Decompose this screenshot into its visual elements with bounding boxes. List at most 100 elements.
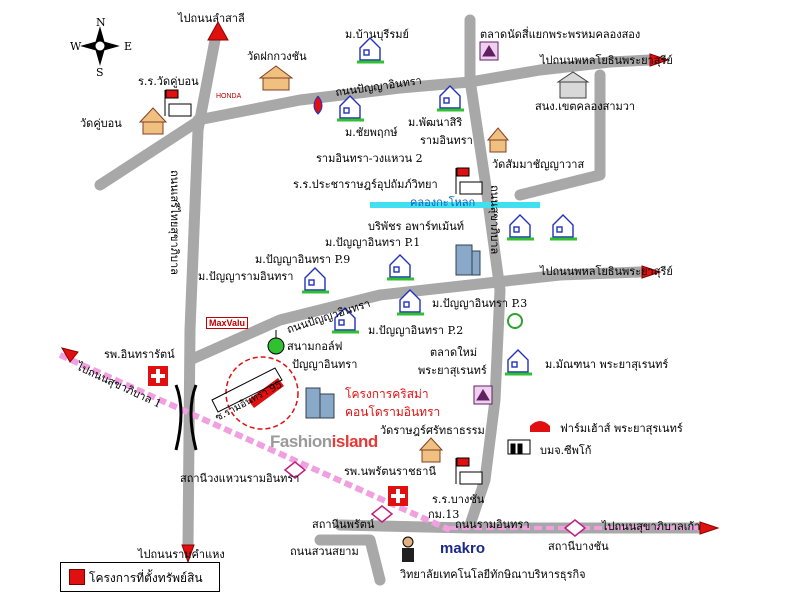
house-icon — [507, 214, 534, 241]
direction-top-left: ไปถนนลำสาลี — [178, 12, 245, 25]
label-panya-p9: ม.ปัญญาอินทรา P.9 — [255, 253, 351, 266]
road-suan-siam — [314, 534, 386, 586]
label-project-2: คอนโดรามอินทรา — [345, 405, 441, 419]
road-panya-mid — [184, 266, 646, 366]
temple-icon — [138, 107, 168, 135]
compass-w: W — [70, 40, 82, 53]
label-hospital-noppharat: รพ.นพรัตนราชธานี — [344, 465, 436, 478]
arrow-bottom-right — [699, 521, 720, 535]
compass-s: S — [96, 66, 104, 79]
golf-icon — [267, 330, 285, 355]
arrow-top-right — [649, 53, 670, 67]
condo-tower-icon — [305, 387, 335, 419]
direction-mid-right: ไปถนนพหลโยธินพระยาสุรีย์ — [540, 265, 673, 278]
station-icons — [283, 461, 587, 537]
label-panya-ramindra: ม.ปัญญารามอินทรา — [198, 270, 294, 283]
label-ban-buri: ม.บ้านบุรีรมย์ — [345, 28, 409, 41]
house-icon — [337, 95, 364, 122]
house-icon — [387, 254, 414, 281]
label-station-noppharat: สถานีนพรัตน์ — [312, 518, 375, 531]
label-wat-rat: วัดราษฎร์ศรัทธาธรรม — [380, 424, 485, 437]
direction-bottom-left: ไปถนนรามคำแหง — [138, 548, 225, 561]
maxvalu-logo: MaxValu — [206, 317, 249, 329]
house-icon — [505, 349, 532, 376]
road-left-vertical — [182, 34, 221, 551]
school-icons — [164, 89, 483, 485]
label-canal: คลองกะโหลก — [410, 196, 476, 209]
flyover — [174, 384, 198, 451]
label-rr-pracha: ร.ร.ประชาราษฎร์อุปถัมภ์วิทยา — [293, 178, 438, 191]
temple-icon — [486, 127, 510, 153]
temple-icon — [418, 437, 444, 463]
road-label-right-vertical: ถนนสุขาภิบาล — [488, 185, 501, 255]
label-ramindra-wongwaen: รามอินทรา-วงแหวน 2 — [316, 152, 423, 165]
hospital-icon — [388, 486, 408, 506]
soi-95-strip — [211, 367, 283, 413]
legend-label: โครงการที่ตั้งทรัพย์สิน — [89, 571, 203, 585]
road-label-km13: กม.13 — [428, 508, 460, 521]
label-farm: ฟาร์มเฮ้าส์ พระยาสุรเนทร์ — [560, 422, 683, 435]
road-left-diagonal — [94, 114, 206, 191]
label-wat-samaki: วัดสัมมาชัญญาวาส — [492, 158, 585, 171]
road-right-branch — [514, 69, 606, 201]
apartment-tower-icon — [455, 244, 481, 276]
label-station-bangchan: สถานีบางชัน — [548, 540, 609, 553]
label-panya-p1: ม.ปัญญาอินทรา P.1 — [325, 236, 421, 249]
house-icon — [302, 267, 329, 294]
house-icon — [550, 214, 577, 241]
label-project-1: โครงการคริสม่า — [345, 387, 429, 401]
label-manchanta: ม.มัณฑนา พระยาสุเรนทร์ — [545, 358, 669, 371]
temple-icon — [258, 65, 294, 91]
farmhouse-icon — [530, 421, 550, 432]
label-company: บมจ.ซีพโก้ — [540, 444, 592, 457]
project-marker — [248, 378, 284, 408]
label-chai-phruek: ม.ชัยพฤกษ์ — [345, 126, 398, 139]
hospital-icon — [148, 366, 168, 386]
arrow-top-left — [207, 20, 229, 41]
pt-station-icon — [507, 313, 523, 329]
label-panya-p2: ม.ปัญญาอินทรา P.2 — [368, 324, 464, 337]
label-golf-2: ปัญญาอินทรา — [292, 358, 358, 371]
road-label-ramindra: ถนนรามอินทรา — [455, 518, 530, 531]
road-network — [94, 14, 706, 586]
house-icon — [397, 289, 424, 316]
legend-red-square — [69, 569, 85, 585]
honda-logo: HONDA — [216, 93, 242, 100]
label-panya-p3: ม.ปัญญาอินทรา P.3 — [432, 297, 528, 310]
label-apartment: บริพัชร อพาร์ทเม้นท์ — [368, 220, 464, 233]
label-phatthana: ม.พัฒนาสิริ — [408, 116, 463, 129]
arrows — [60, 20, 720, 564]
label-rr-wat-khu-bon: ร.ร.วัดคู่บอน — [138, 75, 199, 88]
school-flag-icon — [455, 167, 483, 195]
legend: โครงการที่ตั้งทรัพย์สิน — [60, 562, 220, 592]
arrow-bottom-left — [181, 544, 195, 564]
fashion-island-logo: Fashionisland — [270, 432, 378, 451]
compass-rose-icon — [80, 26, 120, 66]
school-flag-icon — [455, 457, 483, 485]
compass-e: E — [124, 40, 133, 53]
station-icon — [370, 505, 394, 523]
market-icon — [479, 41, 499, 61]
compass-n: N — [96, 16, 106, 29]
gas-station-icon — [313, 95, 323, 115]
label-office: สนง.เขตคลองสามวา — [535, 100, 636, 113]
arrow-left — [60, 347, 79, 363]
label-wat-fak-khwang: วัดฝกกวงชัน — [247, 50, 307, 63]
house-icon — [357, 37, 384, 64]
road-right-vertical — [464, 14, 506, 531]
label-market-new: ตลาดใหม่ — [430, 346, 478, 359]
station-icon — [563, 519, 587, 537]
direction-bottom-right: ไปถนนสุขาภิบาลเก้า — [602, 520, 701, 533]
makro-logo: makro — [440, 540, 486, 557]
market-icon — [473, 385, 493, 405]
house-icon — [437, 85, 464, 112]
road-label-left-vertical: ถนนเสรีไทยสุขาภิบาล — [168, 170, 181, 275]
office-building-icon — [556, 71, 590, 99]
label-market-top: ตลาดนัดสี่แยกพระพรหมคลองสอง — [480, 28, 641, 41]
label-rr-bangchan: ร.ร.บางชัน — [432, 493, 485, 506]
arrow-mid-right — [641, 265, 662, 279]
temple-icons — [138, 65, 510, 463]
station-icon — [283, 461, 307, 479]
